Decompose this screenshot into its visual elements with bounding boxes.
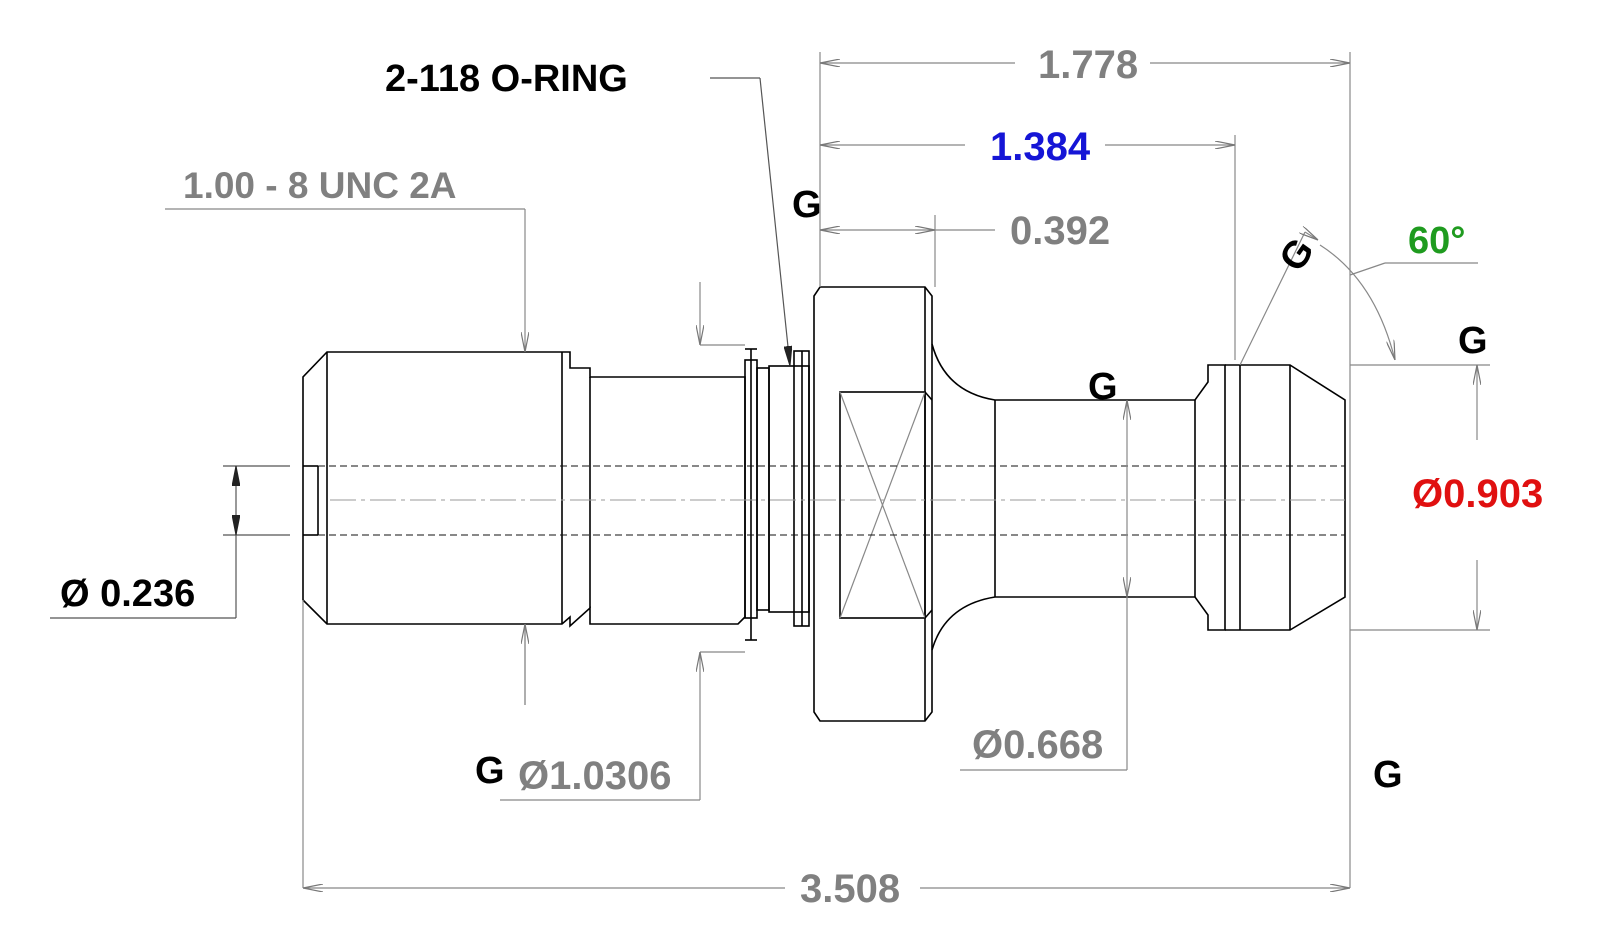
dim-head: Ø0.903 xyxy=(1412,472,1543,516)
dim-bore: Ø 0.236 xyxy=(60,573,195,615)
annotations: 2-118 O-RING 1.00 - 8 UNC 2A 1.778 1.384… xyxy=(60,43,1543,911)
g-mark-5: G xyxy=(1373,754,1403,796)
oring-label: 2-118 O-RING xyxy=(385,58,628,100)
dim-mid: 1.384 xyxy=(990,125,1091,169)
g-mark-3: G xyxy=(1458,320,1488,362)
part-outline xyxy=(302,286,1346,722)
dim-collar: Ø1.0306 xyxy=(518,754,671,798)
thread-label: 1.00 - 8 UNC 2A xyxy=(183,165,457,206)
dim-neck: Ø0.668 xyxy=(972,723,1103,767)
dim-overall-top: 1.778 xyxy=(1038,43,1138,87)
dimension-lines xyxy=(50,52,1490,888)
g-mark-2: G xyxy=(1088,366,1118,408)
dim-flange: 0.392 xyxy=(1010,209,1110,253)
angle-label: 60° xyxy=(1408,220,1465,262)
dim-overall-length: 3.508 xyxy=(800,867,900,911)
g-mark-1: G xyxy=(792,184,822,226)
g-mark-4: G xyxy=(475,750,505,792)
